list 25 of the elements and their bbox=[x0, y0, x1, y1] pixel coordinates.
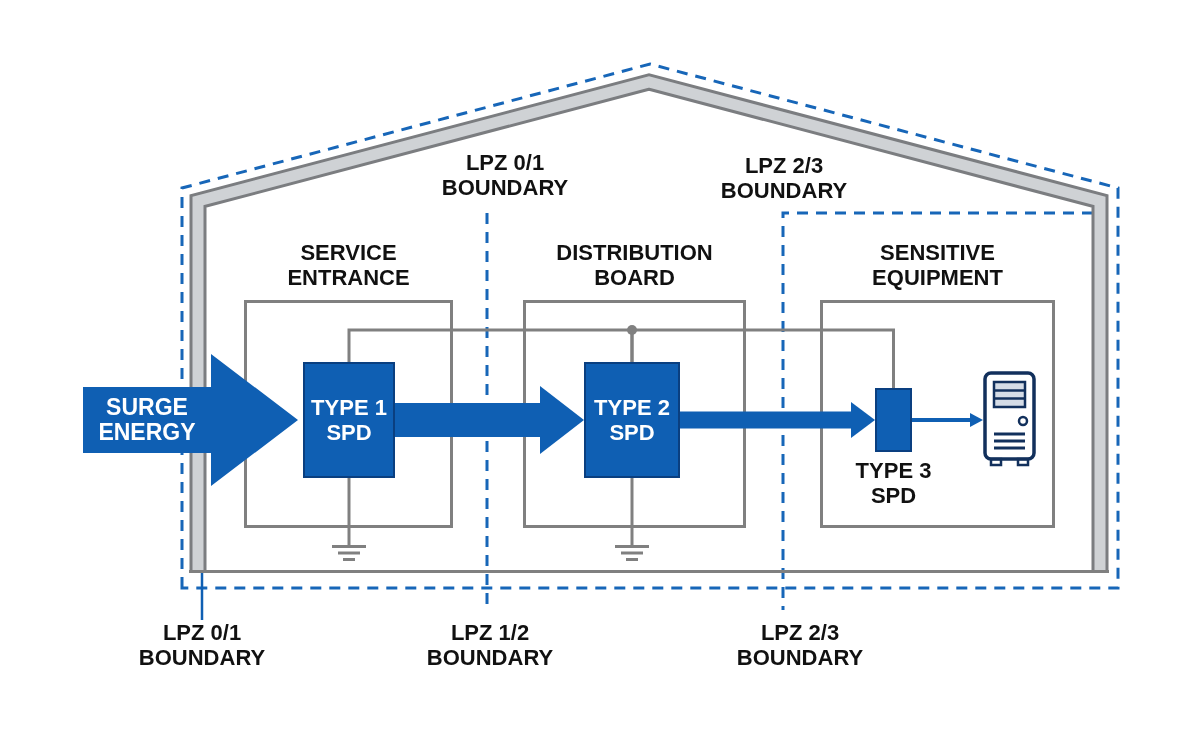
server-icon bbox=[983, 371, 1036, 468]
section-heading: DISTRIBUTION BOARD bbox=[555, 239, 714, 290]
arrow bbox=[395, 386, 584, 454]
arrow bbox=[912, 413, 983, 427]
spd-caption: TYPE 3 SPD bbox=[854, 458, 933, 508]
arrow-label: SURGE ENERGY bbox=[97, 395, 197, 445]
leader-line bbox=[200, 573, 204, 620]
wire bbox=[347, 478, 351, 545]
spd-box bbox=[303, 362, 395, 478]
spd-label: TYPE 2 SPD bbox=[593, 395, 671, 445]
spd-label: TYPE 1 SPD bbox=[310, 395, 388, 445]
wire bbox=[630, 328, 895, 388]
boundary-label: LPZ 1/2 BOUNDARY bbox=[425, 620, 555, 670]
boundary-label: LPZ 0/1 BOUNDARY bbox=[137, 620, 267, 670]
spd-box bbox=[875, 388, 912, 452]
section-heading: SENSITIVE EQUIPMENT bbox=[871, 239, 1004, 290]
spd-box bbox=[584, 362, 680, 478]
arrow bbox=[680, 402, 875, 438]
boundary-label: LPZ 2/3 BOUNDARY bbox=[735, 620, 865, 670]
section-heading: SERVICE ENTRANCE bbox=[286, 239, 411, 290]
ground-symbol bbox=[615, 545, 649, 561]
wire bbox=[630, 478, 634, 545]
boundary-label: LPZ 2/3 BOUNDARY bbox=[719, 153, 849, 203]
ground-symbol bbox=[332, 545, 366, 561]
boundary-label: LPZ 0/1 BOUNDARY bbox=[440, 150, 570, 200]
